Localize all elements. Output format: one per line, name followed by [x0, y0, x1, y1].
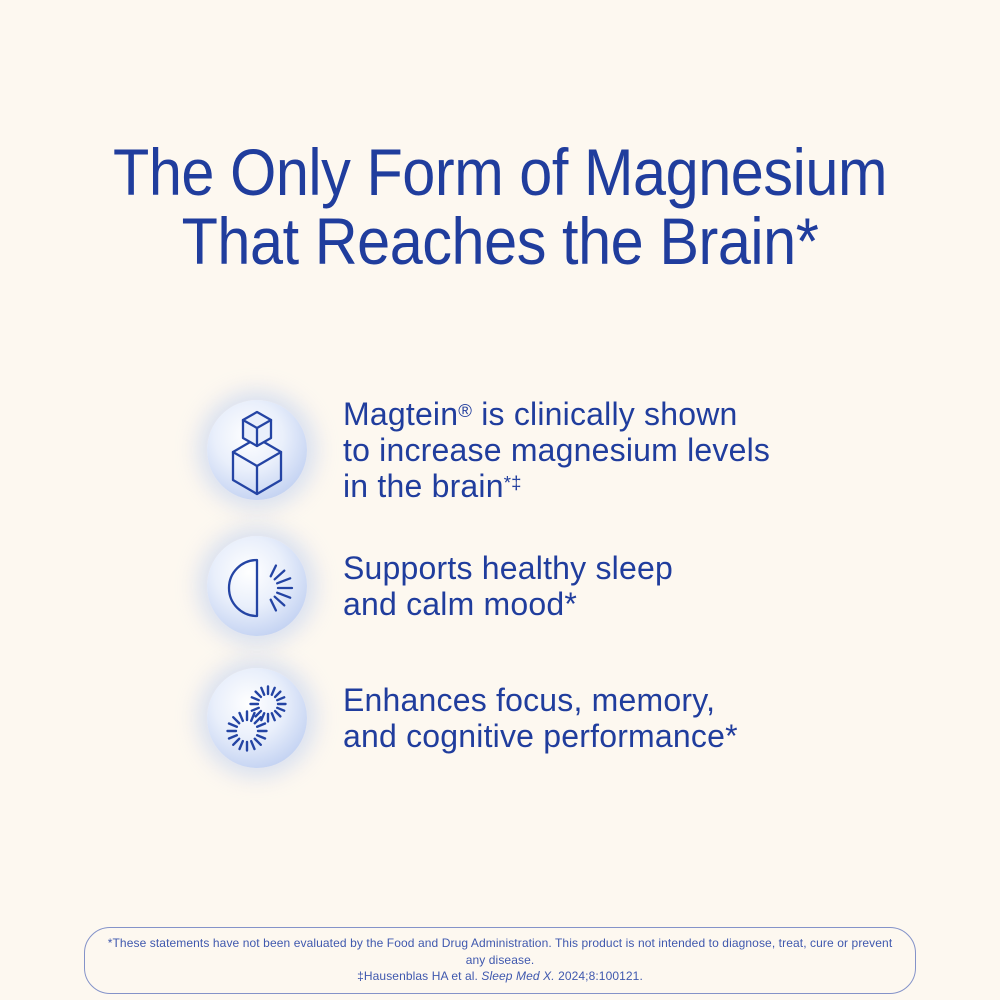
disclaimer-pill: *These statements have not been evaluate… — [84, 927, 916, 994]
feature-text-segment: to increase magnesium levels — [343, 432, 771, 468]
feature-text-segment: and cognitive performance* — [343, 718, 738, 754]
feature-text-segment: is clinically shown — [472, 396, 738, 432]
half-circle-rays-icon — [207, 536, 307, 636]
feature-text-focus-memory: Enhances focus, memory, and cognitive pe… — [343, 682, 738, 754]
stacked-cubes-icon — [207, 400, 307, 500]
feature-sleep-mood: Supports healthy sleep and calm mood* — [207, 536, 770, 636]
feature-clinically-shown: Magtein® is clinically shown to increase… — [207, 396, 770, 504]
feature-list: Magtein® is clinically shown to increase… — [207, 396, 770, 768]
sparkle-bursts-icon — [207, 668, 307, 768]
footnote-markers: *‡ — [503, 471, 522, 493]
headline: The Only Form of Magnesium That Reaches … — [50, 138, 950, 276]
headline-line2: That Reaches the Brain* — [181, 204, 819, 278]
citation-authors: ‡Hausenblas HA et al. — [357, 969, 482, 983]
citation-journal: Sleep Med X. — [481, 969, 555, 983]
fda-disclaimer: *These statements have not been evaluate… — [107, 936, 893, 967]
feature-text-clinically-shown: Magtein® is clinically shown to increase… — [343, 396, 770, 504]
citation: ‡Hausenblas HA et al. Sleep Med X. 2024;… — [101, 968, 899, 985]
feature-text-segment: Magtein — [343, 396, 459, 432]
feature-text-segment: Supports healthy sleep — [343, 550, 673, 586]
feature-text-sleep-mood: Supports healthy sleep and calm mood* — [343, 550, 673, 622]
headline-line1: The Only Form of Magnesium — [113, 135, 887, 209]
feature-focus-memory: Enhances focus, memory, and cognitive pe… — [207, 668, 770, 768]
registered-mark: ® — [458, 399, 473, 421]
feature-text-segment: Enhances focus, memory, — [343, 682, 716, 718]
citation-reference: 2024;8:100121. — [554, 969, 643, 983]
feature-text-segment: and calm mood* — [343, 586, 578, 622]
feature-text-segment: in the brain — [343, 468, 504, 504]
